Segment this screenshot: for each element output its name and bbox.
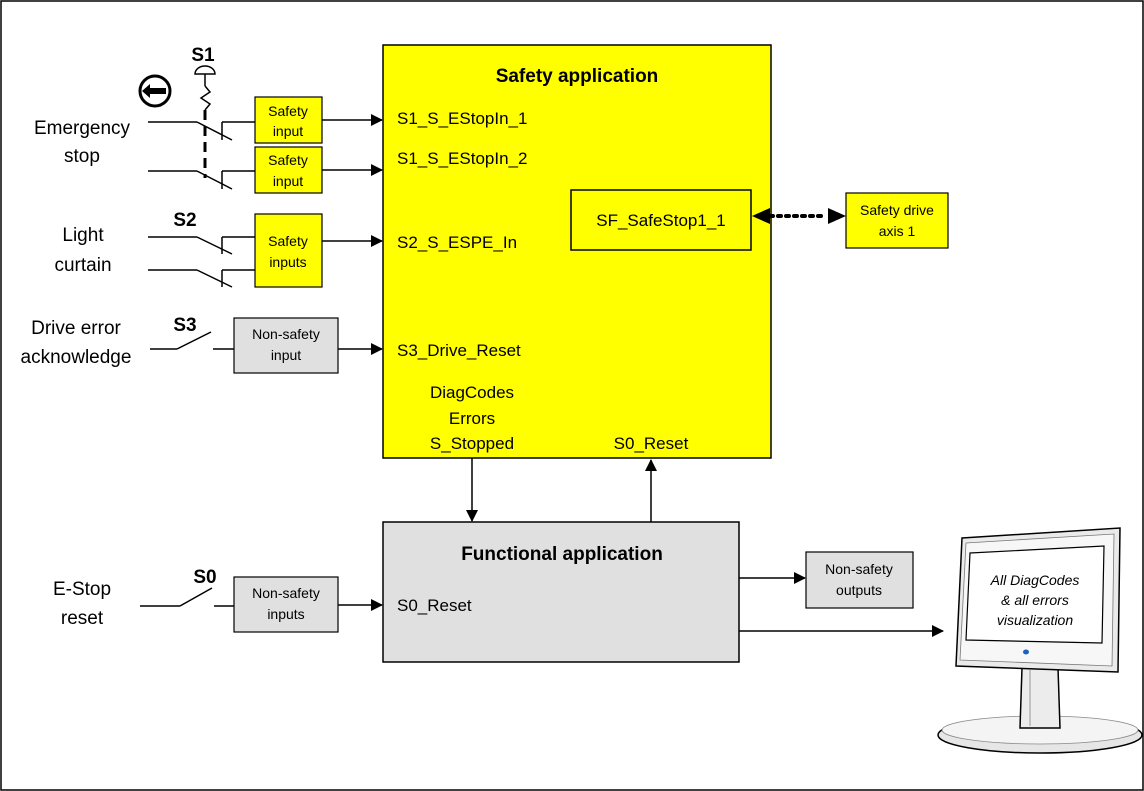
output-s-stopped: S_Stopped [430,434,514,453]
monitor-text-line3: visualization [997,612,1073,628]
safety-application-box [382,44,772,459]
nonsafety-input-box [233,317,339,374]
port-s0-reset-functional: S0_Reset [397,596,472,615]
s1-contact-2 [148,170,255,190]
light-curtain-label-1: Light [62,225,104,246]
functional-application-title: Functional application [461,544,663,565]
estop-reset-label-1: E-Stop [53,579,111,600]
nonsafety-outputs-line1: Non-safety [825,561,893,577]
monitor-icon [937,527,1143,754]
safety-drive-line2: axis 1 [879,223,916,239]
safety-input-2-line2: input [273,173,303,189]
safety-input-box-2 [254,146,323,194]
safety-inputs-line1: Safety [268,233,308,249]
monitor-text-line1: All DiagCodes [990,572,1080,588]
output-diagcodes: DiagCodes [430,383,514,402]
estop-reset-label-2: reset [61,608,104,629]
safestop-label: SF_SafeStop1_1 [596,211,725,230]
nonsafety-inputs-line2: inputs [267,606,304,622]
mushroom-button-icon [194,65,216,178]
nonsafety-outputs-line2: outputs [836,582,882,598]
s2-contacts [148,236,255,288]
emergency-stop-label-2: stop [64,146,100,167]
safety-inputs-line2: inputs [269,254,306,270]
port-s1-estopin-1: S1_S_EStopIn_1 [397,109,527,128]
output-errors: Errors [449,409,495,428]
nonsafety-outputs-box [805,551,914,609]
switch-s2-label: S2 [173,210,196,231]
drive-error-label-2: acknowledge [21,347,132,368]
emergency-stop-label-1: Emergency [34,118,131,139]
light-curtain-label-2: curtain [54,255,111,276]
s3-contact [150,331,234,350]
s1-contact-1 [148,121,255,141]
drive-link-arrow-right [828,208,846,224]
drive-link-arrow-left [752,208,770,224]
nonsafety-inputs-line1: Non-safety [252,585,320,601]
monitor-text-line2: & all errors [1001,592,1069,608]
safety-input-box-1 [254,96,323,144]
nonsafety-input-line1: Non-safety [252,326,320,342]
nonsafety-input-line2: input [271,347,301,363]
safety-drive-box [845,192,949,249]
switch-s1-label: S1 [191,45,215,66]
emergency-stop-icon [138,74,172,108]
port-s3-drive-reset: S3_Drive_Reset [397,341,521,360]
safety-input-2-line1: Safety [268,152,308,168]
drive-error-label-1: Drive error [31,318,121,339]
switch-s3-label: S3 [173,315,196,336]
safety-inputs-box [254,213,323,288]
safety-application-title: Safety application [496,66,659,87]
port-s0-reset-safety: S0_Reset [614,434,689,453]
functional-application-box [382,521,740,663]
switch-s0-label: S0 [193,567,216,588]
safestop-block [570,189,752,251]
port-s1-estopin-2: S1_S_EStopIn_2 [397,149,527,168]
s0-contact [140,587,234,607]
safety-input-1-line2: input [273,123,303,139]
safety-input-1-line1: Safety [268,103,308,119]
safety-drive-line1: Safety drive [860,202,934,218]
port-s2-espe-in: S2_S_ESPE_In [397,233,517,252]
nonsafety-inputs-box [233,576,339,633]
